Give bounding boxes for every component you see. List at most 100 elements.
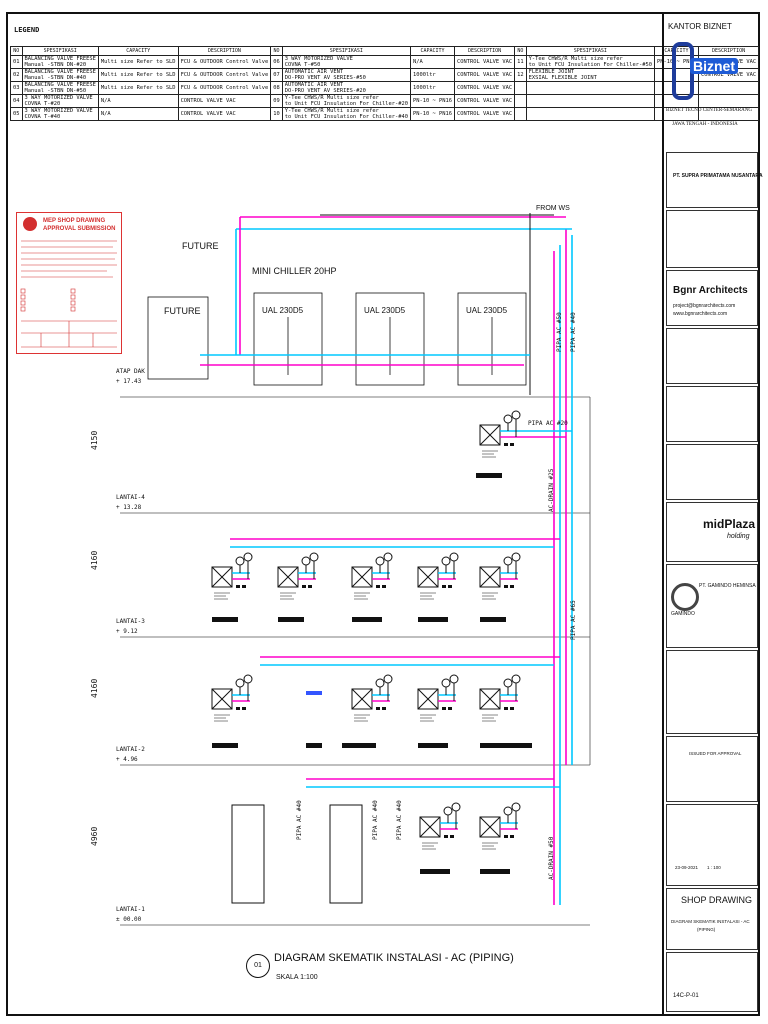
dimension-text: 4150 (90, 430, 99, 450)
notes-cell (666, 650, 758, 734)
legend-cell-no (514, 94, 527, 108)
revision-cell: ISSUED FOR APPROVAL (666, 736, 758, 802)
legend-cell-desc: FCU & OUTDOOR Control Valve (177, 81, 272, 95)
pipe-label: PIPA AC #40 (396, 800, 403, 840)
legend-spec-line: Manual -STBN DN-#40 (24, 75, 87, 81)
consultant-cell (666, 328, 758, 384)
project-label: KANTOR BIZNET (668, 22, 732, 31)
caption-title: DIAGRAM SKEMATIK INSTALASI - AC (PIPING) (274, 952, 514, 964)
level-elevation: + 13.28 (116, 504, 142, 511)
stamp-logo-icon (23, 217, 37, 231)
header-description: DESCRIPTION (177, 46, 272, 56)
pipe-label: PIPA AC #40 (372, 800, 379, 840)
drawing-date: 23-09-2021 (675, 865, 699, 870)
mep-short: GAMINDO (671, 611, 695, 617)
legend-spec-line: EXSIAL FLEXIBLE JOINT (528, 75, 597, 81)
legend-cell-desc: FCU & OUTDOOR Control Valve (177, 55, 272, 69)
architect-email: project@bgnrarchitects.com (673, 303, 736, 309)
legend-cell-no: 07 (270, 68, 283, 82)
header-no: NO (10, 46, 23, 56)
issue-status: ISSUED FOR APPROVAL (689, 751, 742, 756)
legend-cell-cap: Multi size Refer to SLD (97, 81, 179, 95)
legend-spec-line: to Unit FCU Insulation For Chiller-#40 (284, 114, 409, 120)
developer-sub: holding (727, 533, 750, 540)
level-name: LANTAI-4 (116, 494, 145, 501)
legend-cell-cap: Multi size Refer to SLD (97, 55, 179, 69)
header-capacity: CAPACITY (410, 46, 455, 56)
piping-schematic (120, 213, 591, 926)
legend-spec-line: DO-PRO VENT AV SERIES-#20 (284, 88, 366, 94)
legend-spec-line: to Unit FCU Insulation For Chiller-#20 (284, 101, 409, 107)
legend-cell-desc: CONTROL VALVE VAC (453, 107, 516, 121)
architect-name: Bgnr Architects (673, 285, 748, 296)
legend-spec-line: Manual -STBN DN-#20 (24, 62, 87, 68)
dimension-text: 4960 (90, 826, 99, 846)
legend-cell-cap: Multi size Refer to SLD (97, 68, 179, 82)
legend-cell-spec (525, 107, 656, 121)
chiller-label: UAL 230D5 (364, 306, 406, 315)
legend-cell-no: 11 (514, 55, 527, 69)
chiller-label: UAL 230D5 (466, 306, 508, 315)
legend-spec-line: AUTOMATIC AIR VENT (284, 69, 344, 76)
gamindo-logo-icon (671, 583, 699, 611)
future-label: FUTURE (182, 241, 219, 251)
architect-cell: Bgnr Architects project@bgnrarchitects.c… (666, 270, 758, 326)
legend-spec-line: DO-PRO VENT AV SERIES-#50 (284, 75, 366, 81)
legend-spec-line: Y-Tee CHWS/R Multi size refer (284, 95, 379, 102)
stamp-title: MEP SHOP DRAWING (43, 218, 106, 224)
legend-spec-line: COVNA T-#50 (284, 62, 321, 68)
approval-stamp: MEP SHOP DRAWING APPROVAL SUBMISSION (16, 212, 122, 354)
level-elevation: ± 00.00 (116, 916, 142, 923)
architect-web: www.bgnrarchitects.com (673, 311, 728, 317)
pipe-label: PIPA AC #40 (570, 312, 577, 352)
drawing-sheet (6, 12, 760, 1016)
legend-spec-line: 3 WAY MOTORIZED VALVE (24, 95, 93, 102)
legend-spec-line: AUTOMATIC AIR VENT (284, 82, 344, 89)
header-capacity: CAPACITY (97, 46, 179, 56)
floor4-fcus (211, 538, 560, 622)
biznet-brand: Biznet (690, 58, 738, 74)
legend-spec-line: FLEXIBLE JOINT (528, 69, 575, 76)
caption-number: 01 (246, 954, 270, 978)
legend-spec-line: BALANCING VALVE FREESE (24, 56, 96, 63)
legend-spec-line: Y-Tee CHWS/R Multi size refer (284, 108, 379, 115)
riser-pipes (200, 213, 573, 905)
sheet-title-cell: SHOP DRAWING DIAGRAM SKEMATIK INSTALASI … (666, 888, 758, 950)
legend-spec-line: Manual -STBN DN-#50 (24, 88, 87, 94)
pipe-label: AC-DRAIN #50 (548, 836, 555, 880)
header-spec: SPESIFIKASI (21, 46, 99, 56)
pipe-label: PIPA AC #50 (556, 312, 563, 352)
chiller-label: UAL 230D5 (262, 306, 304, 315)
address-line: JAWA TENGAH - INDONESIA (672, 122, 738, 127)
caption-scale: SKALA 1:100 (276, 974, 318, 981)
legend-cell-cap: N/A (410, 55, 455, 69)
level-elevation: + 4.96 (116, 756, 138, 763)
legend-cell-cap: 1000ltr (410, 81, 455, 95)
legend-cell-desc: CONTROL VALVE VAC (453, 81, 516, 95)
drawing-subtitle: (PIPING) (697, 927, 716, 932)
level-name: LANTAI-3 (116, 618, 145, 625)
legend-spec-line: 3 WAY MOTORIZED VALVE (24, 108, 93, 115)
consultant-cell-3 (666, 444, 758, 500)
pipe-label: PIPA AC #40 (296, 800, 303, 840)
header-no: NO (270, 46, 283, 56)
legend-spec-line: COVNA T-#40 (24, 114, 61, 120)
legend-cell-desc: CONTROL VALVE VAC (453, 94, 516, 108)
drawing-number: 14C-P-01 (673, 993, 699, 999)
stamp-subtitle: APPROVAL SUBMISSION (43, 226, 116, 232)
consultant-cell-2 (666, 386, 758, 442)
developer-cell: midPlaza holding (666, 502, 758, 562)
